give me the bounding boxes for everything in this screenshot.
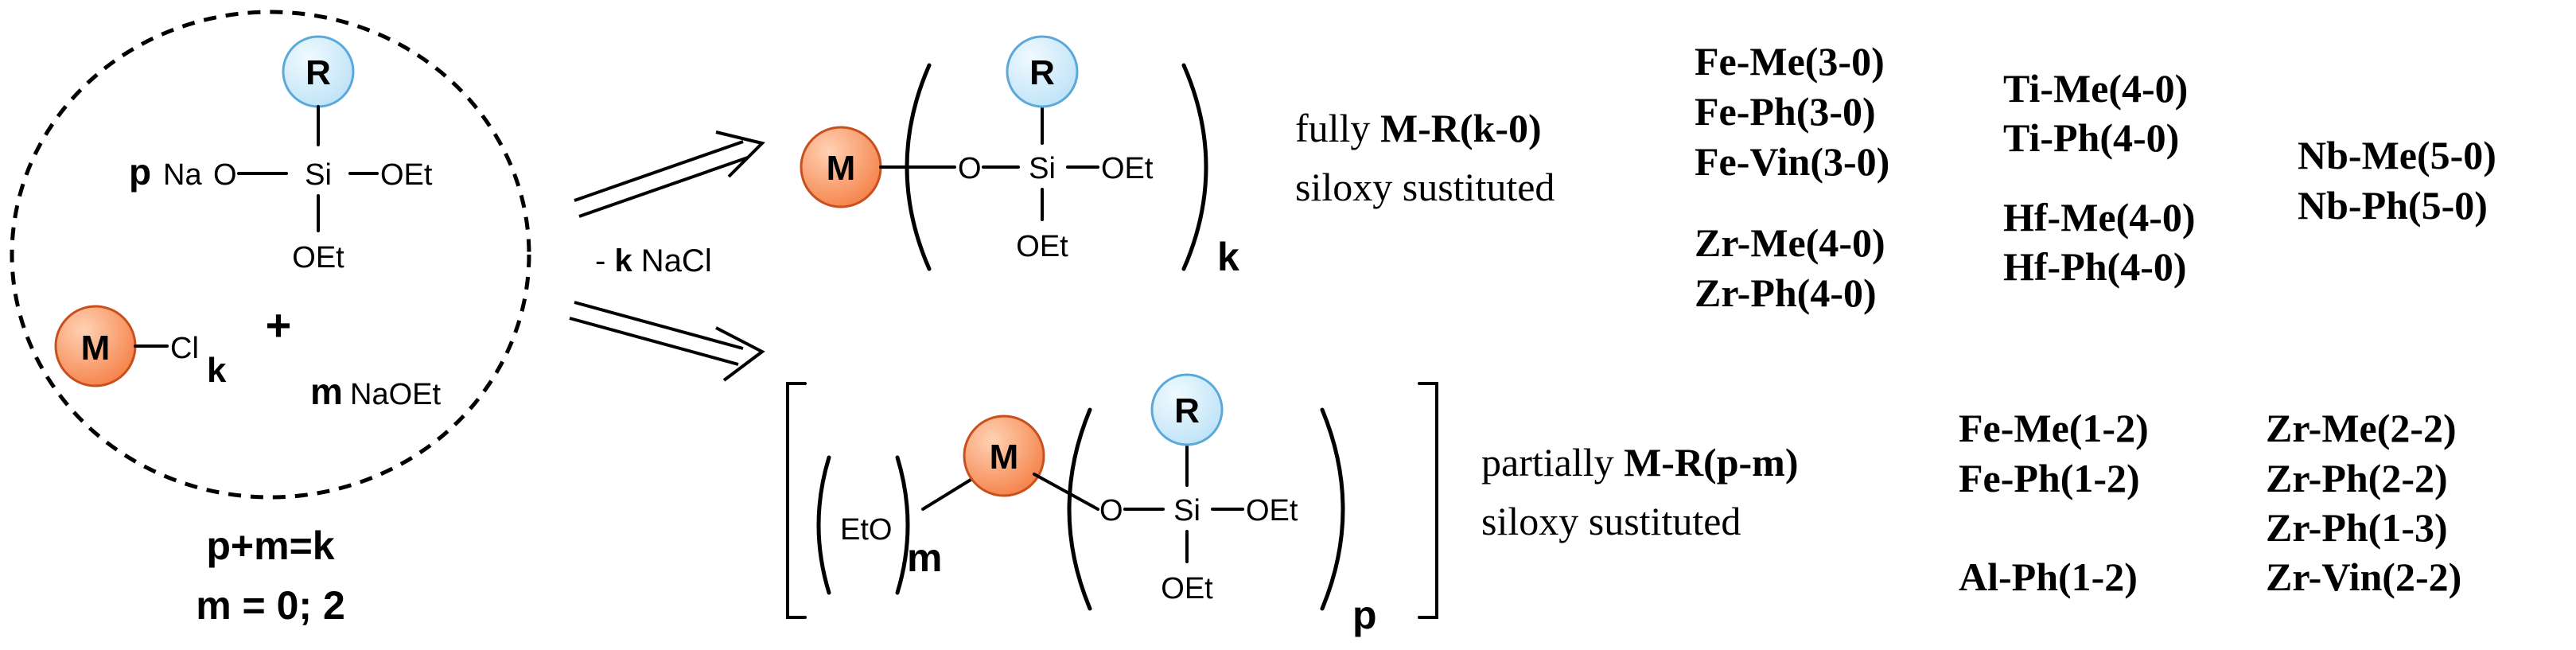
full-compound-list: Fe-Me(3-0) Fe-Ph(3-0) Fe-Vin(3-0) Ti-Me(… xyxy=(1695,39,2496,315)
compound-fe-ph-3-0: Fe-Ph(3-0) xyxy=(1695,89,1876,134)
ethoxy-label-reactant-down: OEt xyxy=(292,241,344,274)
oxygen-label-partial: O xyxy=(1099,494,1123,527)
compound-zr-ph-1-3: Zr-Ph(1-3) xyxy=(2266,505,2448,550)
compound-zr-ph-2-2: Zr-Ph(2-2) xyxy=(2266,456,2448,500)
chlorine-label: Cl xyxy=(170,332,199,365)
compound-nb-me-5-0: Nb-Me(5-0) xyxy=(2298,133,2496,177)
compound-hf-me-4-0: Hf-Me(4-0) xyxy=(2003,195,2196,239)
ethoxy-label-partial-right: OEt xyxy=(1246,494,1298,527)
metal-label-partial: M xyxy=(990,438,1019,477)
oxygen-label-full: O xyxy=(958,152,982,185)
r-label-partial: R xyxy=(1174,391,1200,430)
right-paren-partial xyxy=(1320,407,1345,611)
silicon-label-reactant: Si xyxy=(305,158,332,192)
r-sphere-full xyxy=(1006,35,1079,108)
upper-reaction-arrow xyxy=(574,130,765,218)
oxygen-label-reactant: O xyxy=(213,158,237,192)
partial-compound-list: Fe-Me(1-2) Fe-Ph(1-2) Al-Ph(1-2) Zr-Me(2… xyxy=(1959,406,2461,599)
ethoxy-label-full-down: OEt xyxy=(1016,230,1068,263)
plus-sign: + xyxy=(266,300,292,350)
left-paren-ethoxy xyxy=(816,455,831,595)
fully-substituted-product: M O Si OEt OEt R k xyxy=(800,35,1239,279)
full-description-code: M-R(k-0) xyxy=(1380,106,1542,150)
right-paren-full xyxy=(1181,63,1208,271)
r-label-reactant: R xyxy=(305,53,331,92)
compound-fe-me-1-2: Fe-Me(1-2) xyxy=(1959,406,2149,450)
k-subscript-reactant: k xyxy=(207,351,227,390)
left-square-bracket xyxy=(786,382,807,619)
sodium-label: Na xyxy=(163,158,202,192)
p-subscript-partial: p xyxy=(1352,593,1377,637)
reactants-group: R p Na O Si OEt OEt M Cl k + m NaOEt xyxy=(10,10,531,500)
left-paren-full xyxy=(905,63,932,271)
byproduct-prefix: - xyxy=(595,243,614,278)
compound-fe-me-3-0: Fe-Me(3-0) xyxy=(1695,39,1885,84)
metal-label-reactant: M xyxy=(81,329,111,368)
r-label-full: R xyxy=(1029,53,1055,92)
silicon-label-partial: Si xyxy=(1173,494,1200,527)
sodium-ethoxide-label: NaOEt xyxy=(350,378,441,411)
compound-zr-vin-2-2: Zr-Vin(2-2) xyxy=(2266,555,2461,599)
compound-hf-ph-4-0: Hf-Ph(4-0) xyxy=(2003,244,2187,289)
compound-fe-ph-1-2: Fe-Ph(1-2) xyxy=(1959,456,2140,500)
byproduct-nacl: NaCl xyxy=(632,243,712,278)
right-paren-ethoxy xyxy=(895,455,910,595)
lower-reaction-arrow xyxy=(569,301,765,382)
full-description-prefix: fully xyxy=(1295,106,1380,150)
silicon-label-full: Si xyxy=(1029,152,1056,185)
metal-label-full: M xyxy=(827,149,856,188)
compound-zr-ph-4-0: Zr-Ph(4-0) xyxy=(1695,271,1877,315)
compound-ti-me-4-0: Ti-Me(4-0) xyxy=(2003,66,2188,111)
ethoxy-label-partial-left: EtO xyxy=(840,513,892,547)
o-metal-bond-partial xyxy=(921,476,976,511)
m-values-equation: m = 0; 2 xyxy=(196,583,345,628)
full-description-line1: fully M-R(k-0) xyxy=(1295,106,1542,150)
compound-zr-me-4-0: Zr-Me(4-0) xyxy=(1695,220,1885,265)
ethoxy-label-reactant-right: OEt xyxy=(380,158,433,192)
partial-description-prefix: partially xyxy=(1481,440,1624,485)
byproduct-k: k xyxy=(614,243,632,278)
metal-sphere-partial xyxy=(963,415,1045,497)
metal-o-bond-partial xyxy=(1033,473,1099,511)
partially-substituted-product: EtO m M O Si OEt OEt R p xyxy=(786,373,1438,637)
partial-description-code: M-R(p-m) xyxy=(1624,440,1798,485)
partial-description-line2: siloxy sustituted xyxy=(1481,499,1741,543)
r-sphere-partial xyxy=(1150,373,1224,446)
stoichiometry-equation: p+m=k xyxy=(206,524,334,568)
reactants-dashed-ellipse xyxy=(10,10,531,500)
compound-zr-me-2-2: Zr-Me(2-2) xyxy=(2266,406,2457,450)
compound-ti-ph-4-0: Ti-Ph(4-0) xyxy=(2003,115,2179,160)
right-square-bracket xyxy=(1418,382,1438,619)
partial-description-line1: partially M-R(p-m) xyxy=(1481,440,1798,485)
left-paren-partial xyxy=(1067,407,1092,611)
byproduct-label: - k NaCl xyxy=(595,243,712,278)
m-subscript-partial: m xyxy=(907,535,942,580)
full-description-line2: siloxy sustituted xyxy=(1295,165,1555,209)
ethoxy-label-partial-down: OEt xyxy=(1161,572,1213,605)
k-subscript-full: k xyxy=(1217,235,1239,279)
compound-fe-vin-3-0: Fe-Vin(3-0) xyxy=(1695,139,1889,184)
ethoxy-label-full-right: OEt xyxy=(1101,152,1154,185)
compound-nb-ph-5-0: Nb-Ph(5-0) xyxy=(2298,183,2488,228)
p-coefficient: p xyxy=(129,151,151,193)
compound-al-ph-1-2: Al-Ph(1-2) xyxy=(1959,555,2138,599)
m-coefficient: m xyxy=(310,371,343,412)
